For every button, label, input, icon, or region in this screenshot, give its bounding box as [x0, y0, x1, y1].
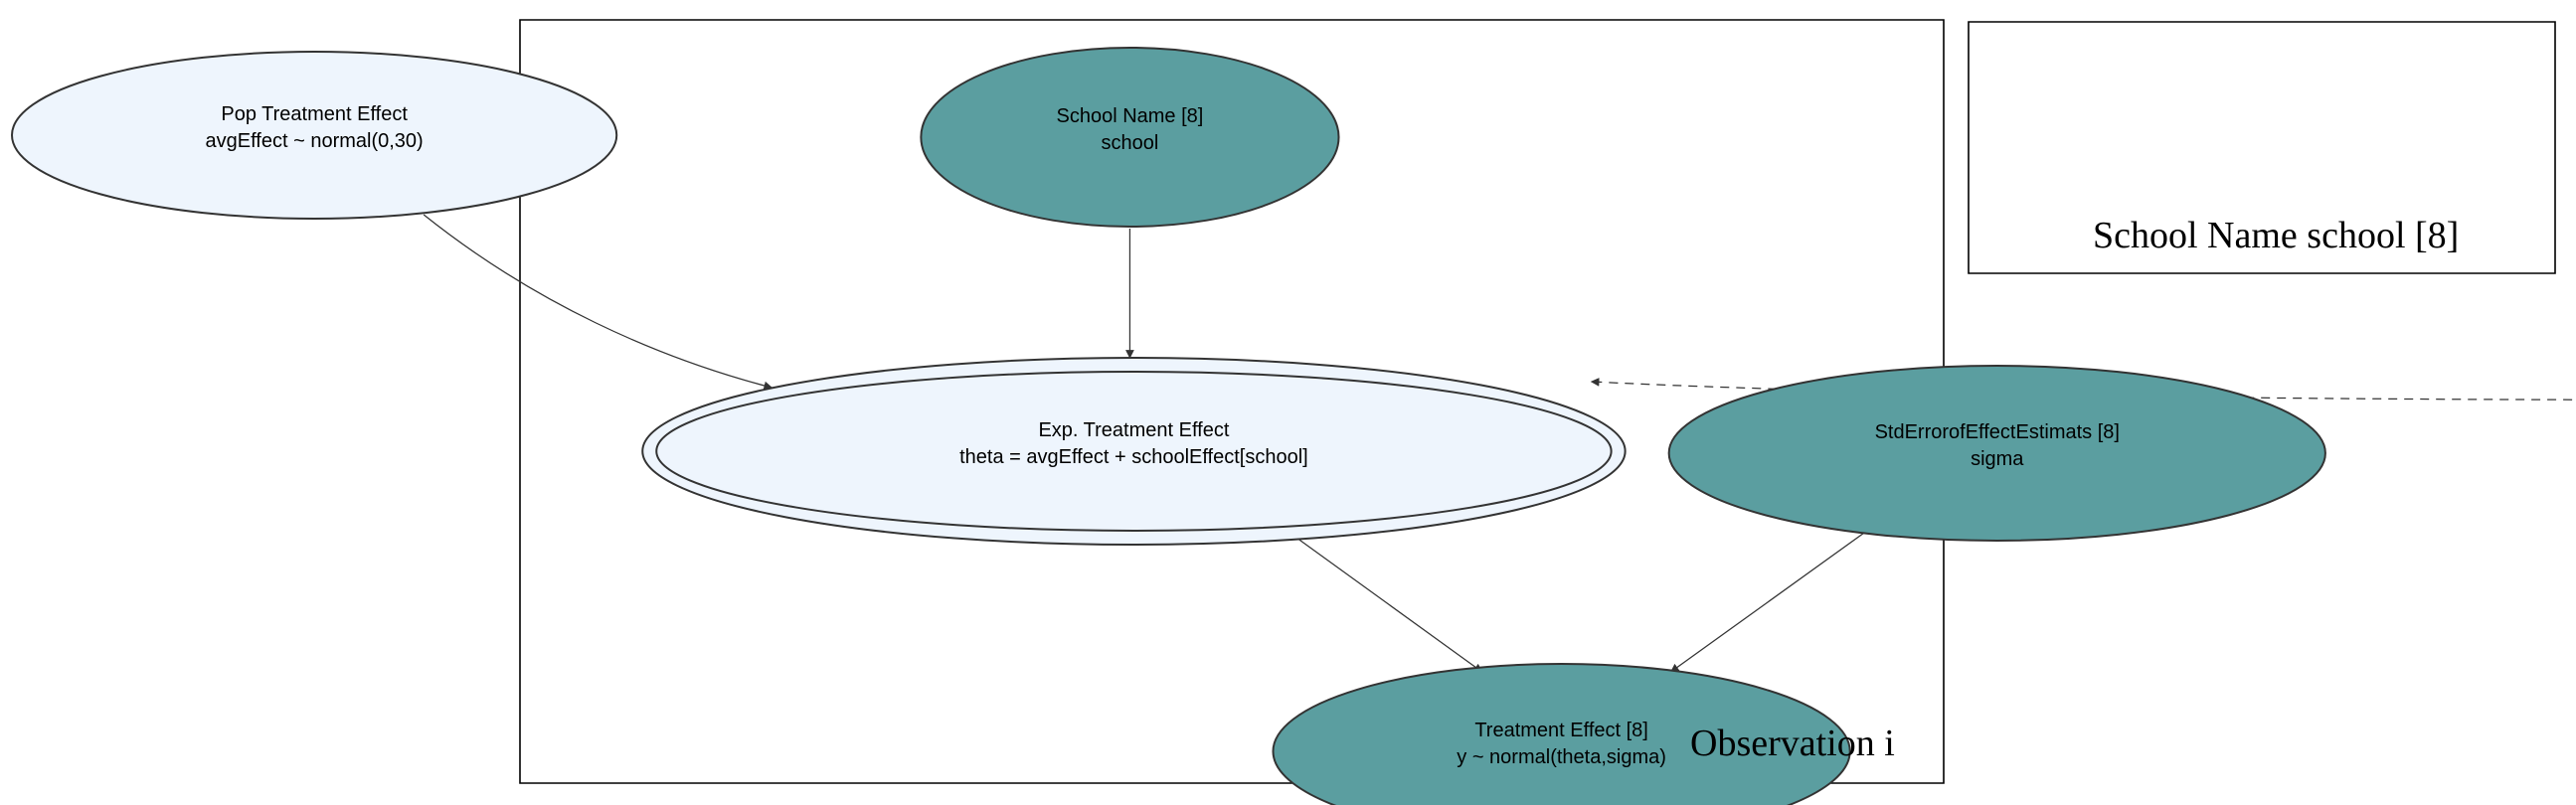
plate-label-school-plate: School Name school [8] [2093, 215, 2460, 256]
node-exp-treatment-effect[interactable] [656, 372, 1611, 531]
node-treatment-effect[interactable] [1273, 664, 1849, 805]
plate-school-plate [1969, 22, 2555, 273]
edge-std-error-of-effect-estimates-to-treatment-effect [1669, 529, 1870, 674]
edge-exp-treatment-effect-to-treatment-effect [1273, 521, 1483, 674]
node-school-name[interactable] [921, 48, 1338, 227]
edge-pop-treatment-effect-to-exp-treatment-effect [424, 215, 773, 393]
node-std-error-of-effect-estimates[interactable] [1669, 366, 2325, 541]
nodes-group [12, 48, 2576, 805]
plate-label-observation-plate: Observation i [1690, 723, 1895, 764]
node-pop-treatment-effect[interactable] [12, 52, 616, 219]
